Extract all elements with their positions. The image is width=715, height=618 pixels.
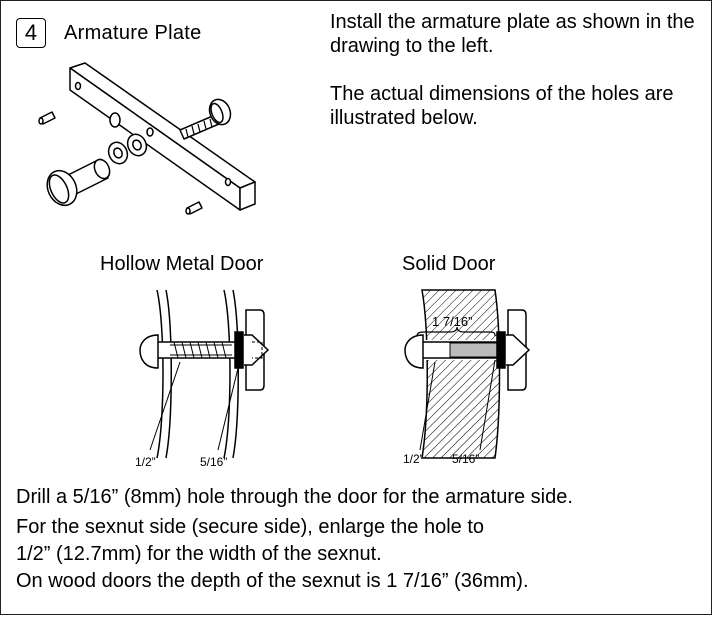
door-skin-right xyxy=(223,289,239,459)
drilling-instructions: Drill a 5/16” (8mm) hole through the doo… xyxy=(16,484,706,595)
plate-end-face xyxy=(239,181,256,211)
solid-door-title: Solid Door xyxy=(402,253,496,275)
solid-label-five-sixteenths: 5/16” xyxy=(452,452,480,466)
hollow-label-five-sixteenths: 5/16” xyxy=(200,455,228,469)
hollow-metal-door-title: Hollow Metal Door xyxy=(100,253,264,275)
plate-front-face xyxy=(69,67,241,211)
step-title: Armature Plate xyxy=(64,22,202,44)
step-number-badge: 4 xyxy=(16,18,46,48)
solid-door-section xyxy=(404,289,531,459)
hollow-label-half-inch: 1/2” xyxy=(135,455,156,469)
solid-label-half-inch: 1/2” xyxy=(403,452,424,466)
solid-dimension-label: 1 7/16” xyxy=(432,314,473,329)
intro-text: Install the armature plate as shown in t… xyxy=(330,10,700,154)
intro-paragraph-1: Install the armature plate as shown in t… xyxy=(330,11,695,57)
instruction-line-3: 1/2” (12.7mm) for the width of the sexnu… xyxy=(16,543,382,565)
intro-paragraph-2: The actual dimensions of the holes are i… xyxy=(330,83,674,129)
instruction-line-4: On wood doors the depth of the sexnut is… xyxy=(16,570,529,592)
armature-plate-exploded-drawing xyxy=(38,62,256,215)
instruction-line-1: Drill a 5/16” (8mm) hole through the doo… xyxy=(16,486,573,508)
dimension-bracket xyxy=(416,326,496,337)
hollow-metal-door-section xyxy=(139,289,270,459)
door-skin-left xyxy=(156,289,172,459)
instruction-line-2: For the sexnut side (secure side), enlar… xyxy=(16,516,485,538)
